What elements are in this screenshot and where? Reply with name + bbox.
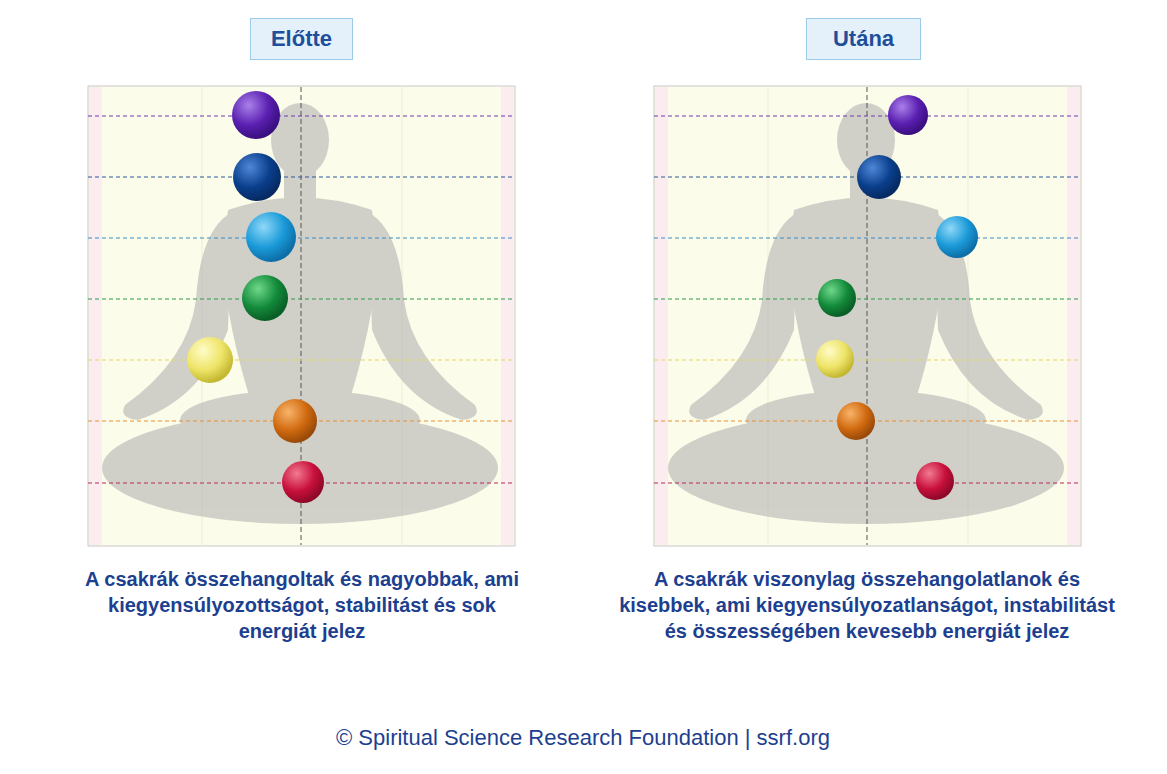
copyright-note: © Spiritual Science Research Foundation …: [233, 724, 933, 753]
panel-title: Utána: [833, 26, 894, 52]
panel-title-box: Előtte: [250, 18, 353, 60]
panel-caption: A csakrák viszonylag összehangolatlanok …: [617, 566, 1117, 644]
chakra-balls-after: [816, 95, 978, 500]
panel-caption: A csakrák összehangoltak és nagyobbak, a…: [67, 566, 537, 644]
chakra-balls-before: [187, 91, 324, 503]
panel-title-box: Utána: [806, 18, 921, 60]
panel-title: Előtte: [271, 26, 332, 52]
